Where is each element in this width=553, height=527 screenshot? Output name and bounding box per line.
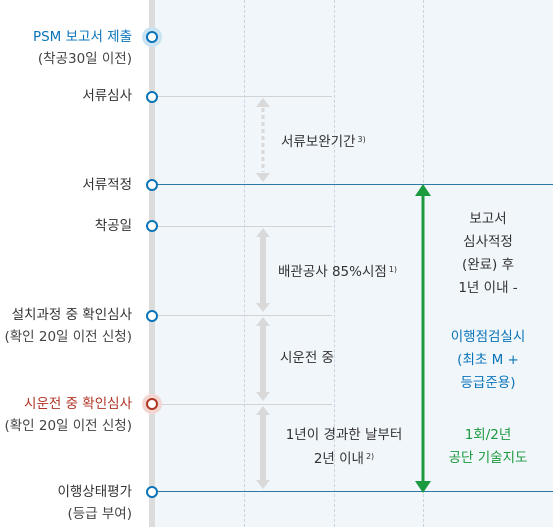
- dashed-double-arrow: [255, 98, 271, 182]
- stage-title: 설치과정 중 확인심사: [11, 307, 132, 323]
- stage-title: 서류심사: [82, 88, 132, 104]
- connector-line-compliance-evaluation: [155, 491, 553, 492]
- footnote-mark: 3): [357, 135, 366, 144]
- stage-label-document-approved: 서류적정: [82, 176, 132, 194]
- stage-node-compliance-evaluation: [146, 486, 158, 498]
- connector-line-document-approved: [155, 184, 553, 185]
- green-double-arrow: [414, 184, 432, 493]
- connector-line: [155, 404, 332, 405]
- stage-subtitle: (확인 20일 이전 신청): [4, 329, 132, 345]
- connector-line: [155, 96, 332, 97]
- stage-subtitle: (착공30일 이전): [37, 51, 132, 67]
- double-arrow: [255, 228, 271, 312]
- stage-label-document-review: 서류심사: [82, 87, 132, 105]
- connector-line: [155, 315, 332, 316]
- stage-subtitle: (등급 부여): [67, 506, 132, 522]
- footnote-mark: 1): [388, 265, 398, 274]
- footnote-mark: 2): [365, 452, 375, 461]
- guide-line: [244, 0, 245, 527]
- stage-label-construction-start: 착공일: [95, 217, 132, 235]
- stage-node-document-approved: [146, 179, 158, 191]
- timeline-axis: [149, 0, 155, 527]
- double-arrow: [255, 406, 271, 489]
- background-band: [155, 0, 553, 527]
- stage-title: 시운전 중 확인심사: [24, 396, 132, 412]
- stage-node-trial-run-inspection: [146, 398, 158, 410]
- stage-node-document-review: [146, 91, 158, 103]
- stage-node-install-inspection: [146, 310, 158, 322]
- stage-label-compliance-evaluation: 이행상태평가 (등급 부여): [57, 483, 132, 523]
- stage-label-install-inspection: 설치과정 중 확인심사 (확인 20일 이전 신청): [4, 306, 132, 346]
- guide-line: [334, 0, 335, 527]
- stage-title: 이행상태평가: [57, 484, 132, 500]
- stage-title: 서류적정: [82, 177, 132, 193]
- connector-line: [155, 226, 332, 227]
- stage-node-construction-start: [146, 220, 158, 232]
- interval-trial-run: 시운전 중: [280, 350, 334, 366]
- right-panel-technical-guidance: 1회/2년 공단 기술지도: [448, 427, 528, 466]
- double-arrow: [255, 317, 271, 401]
- right-panel-inspection: 이행점검실시 (최초 M + 등급준용): [450, 329, 526, 391]
- stage-title: PSM 보고서 제출: [32, 29, 132, 45]
- stage-title: 착공일: [94, 218, 132, 234]
- stage-label-psm-report: PSM 보고서 제출 (착공30일 이전): [33, 28, 132, 68]
- right-panel-followup: 보고서 심사적정 (완료) 후 1년 이내 -: [458, 211, 518, 296]
- stage-label-trial-run-inspection: 시운전 중 확인심사 (확인 20일 이전 신청): [4, 395, 132, 435]
- stage-subtitle: (확인 20일 이전 신청): [4, 418, 132, 434]
- stage-node-psm-report: [146, 31, 158, 43]
